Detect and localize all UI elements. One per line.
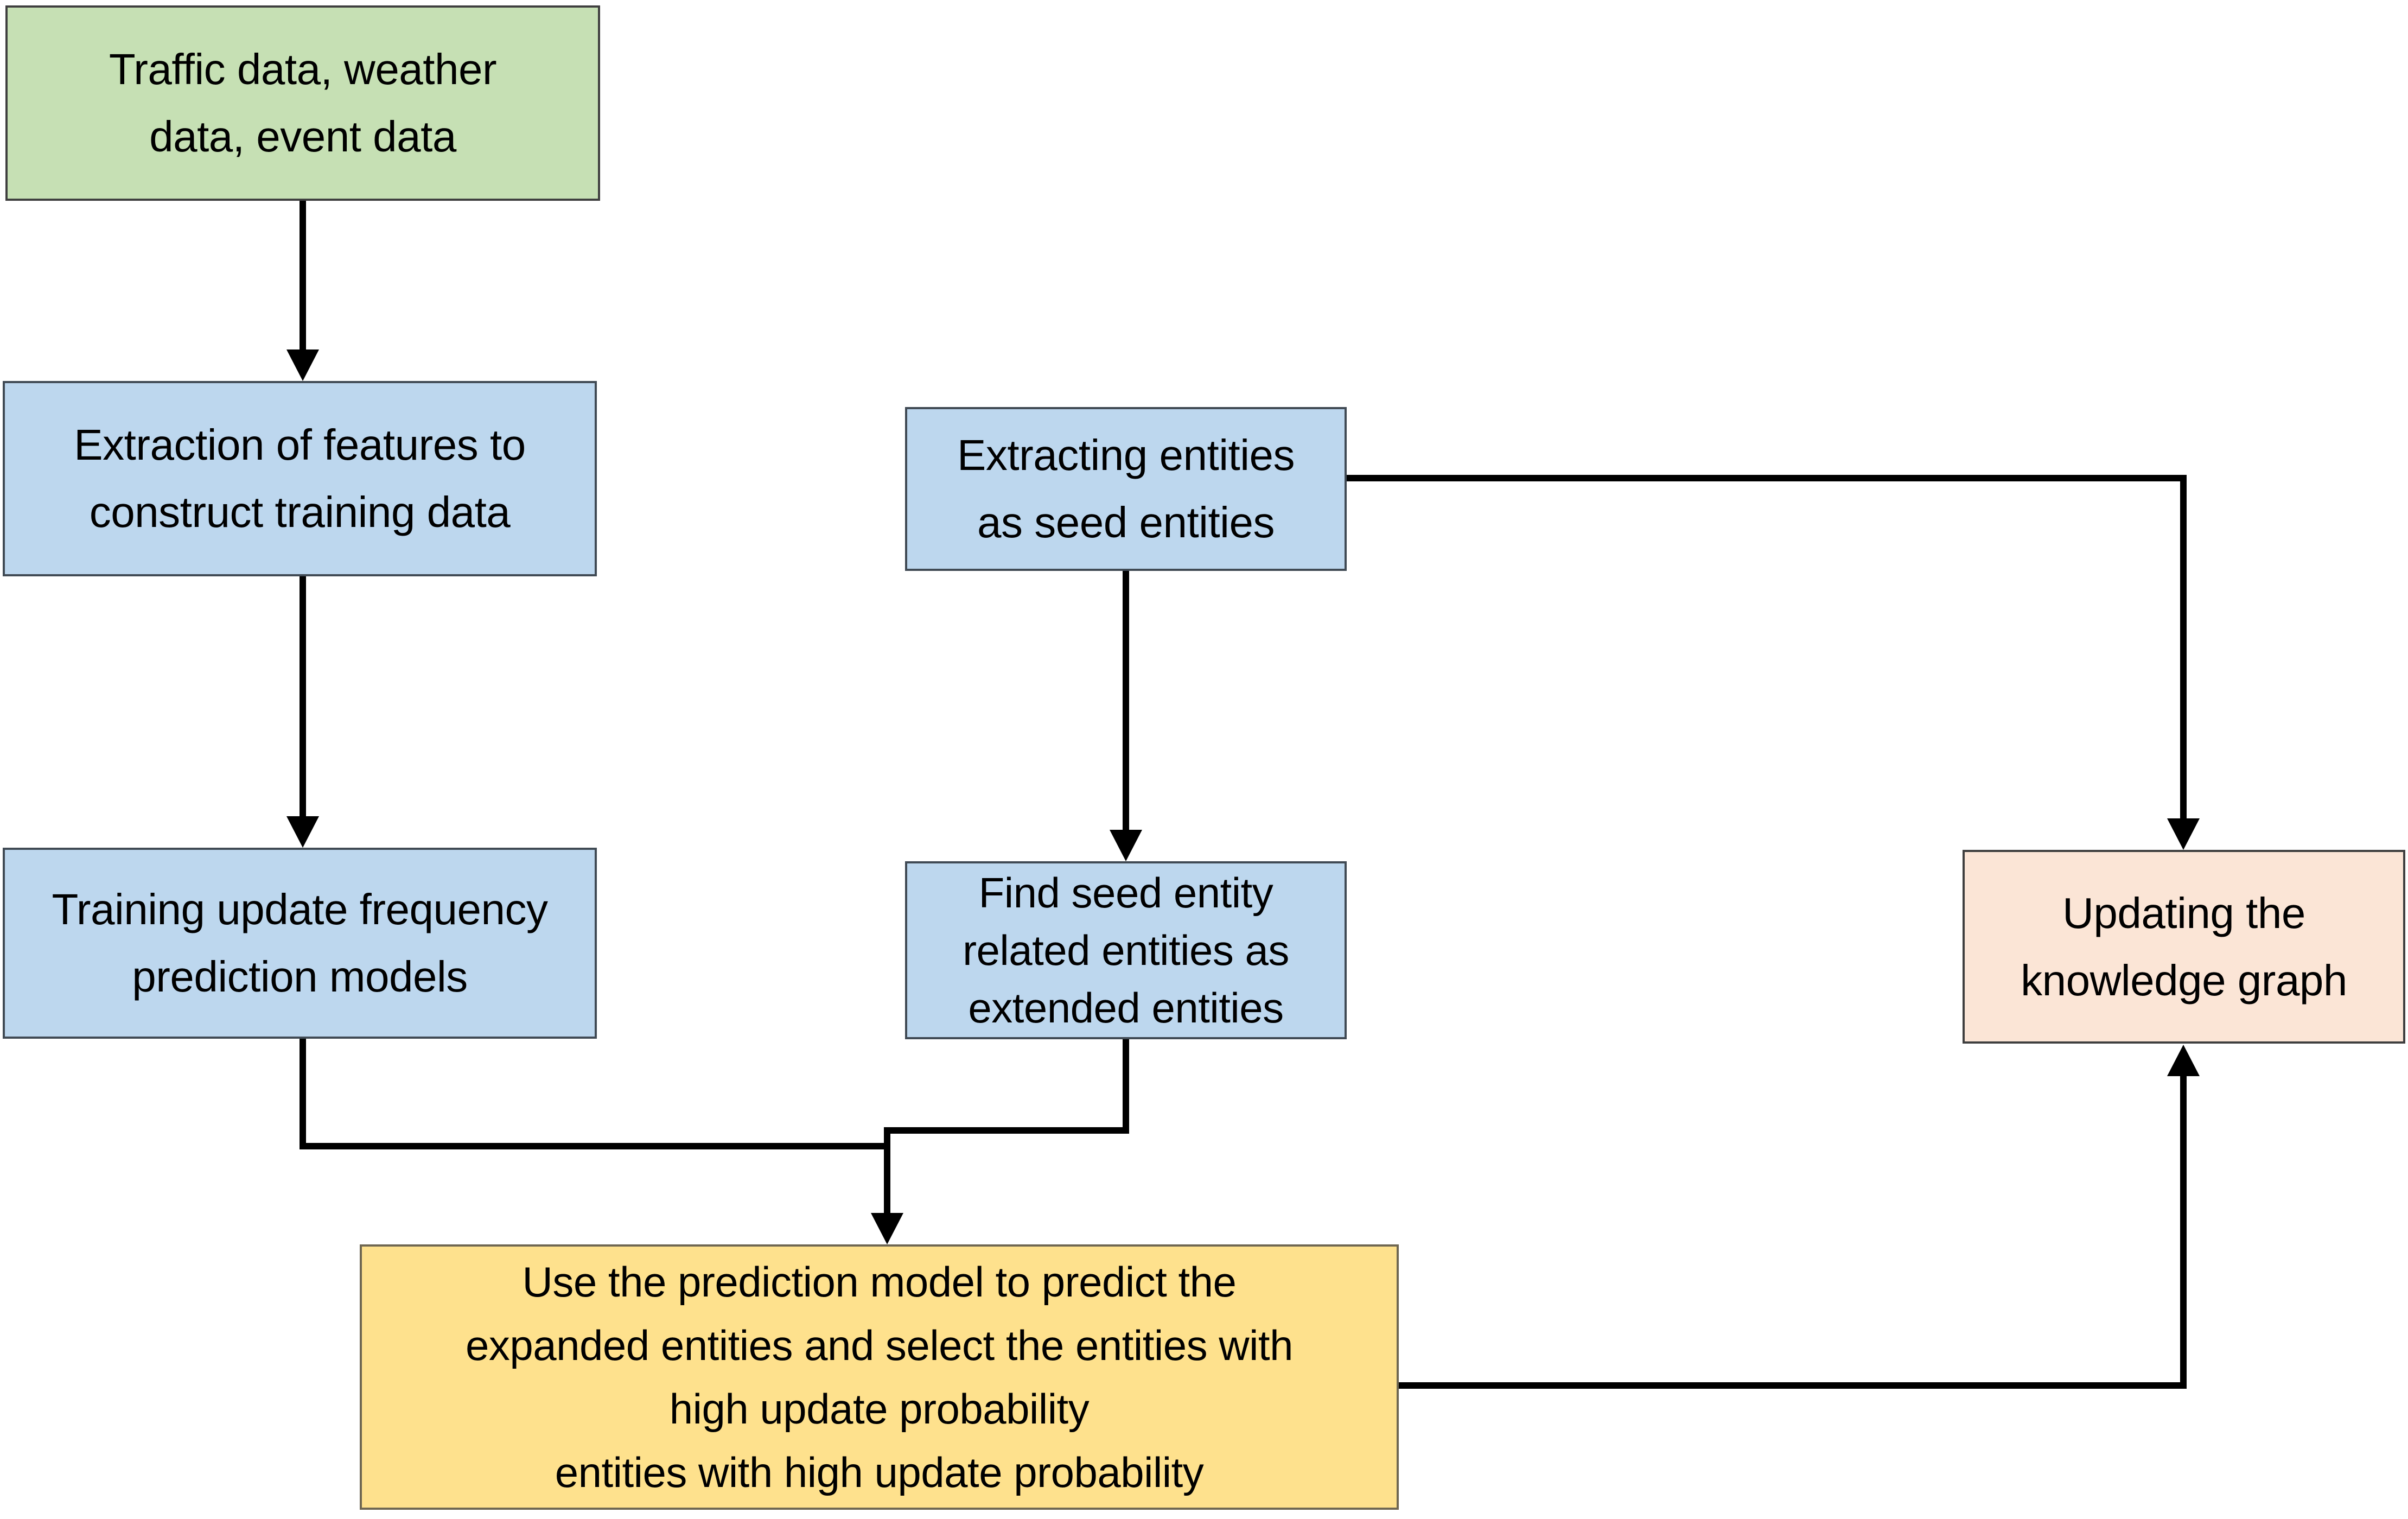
arrowhead-seed-to-kg-icon [2167,818,2200,850]
node-seed-extraction: Extracting entities as seed entities [905,407,1347,571]
arrowhead-prediction-to-kg-icon [2167,1045,2200,1076]
edge-prediction-to-kg-horizontal [1399,1382,2187,1389]
edge-source-to-extraction [300,201,306,353]
node-feature-extraction-label: Extraction of features to construct trai… [74,421,526,536]
edge-seed-to-expansion [1123,571,1129,831]
edge-extraction-to-training [300,576,306,818]
edge-seed-to-kg-vertical [2180,475,2187,821]
node-source-data: Traffic data, weather data, event data [5,5,600,201]
edge-training-right [300,1143,890,1149]
node-model-training: Training update frequency prediction mod… [3,848,597,1039]
node-feature-extraction: Extraction of features to construct trai… [3,381,597,576]
edge-training-down [300,1039,306,1149]
node-update-prediction: Use the prediction model to predict the … [360,1244,1399,1510]
arrowhead-extraction-to-training-icon [286,816,319,848]
edge-expansion-down [1123,1039,1129,1134]
edge-prediction-to-kg-vertical [2180,1073,2187,1389]
node-entity-expansion: Find seed entity related entities as ext… [905,861,1347,1039]
node-kg-update-label: Updating the knowledge graph [2021,888,2347,1005]
arrowhead-source-to-extraction-icon [286,349,319,381]
node-seed-extraction-label: Extracting entities as seed entities [957,431,1295,546]
node-kg-update: Updating the knowledge graph [1963,850,2405,1044]
node-model-training-label: Training update frequency prediction mod… [52,885,548,1001]
node-entity-expansion-label: Find seed entity related entities as ext… [963,868,1289,1032]
node-source-data-label: Traffic data, weather data, event data [109,45,497,161]
edge-merge-to-prediction [884,1127,890,1216]
node-update-prediction-label: Use the prediction model to predict the … [465,1257,1294,1496]
edge-seed-to-kg-horizontal [1347,475,2187,481]
edge-expansion-left [884,1127,1129,1134]
arrowhead-seed-to-expansion-icon [1110,830,1142,861]
arrowhead-merge-to-prediction-icon [871,1213,903,1244]
